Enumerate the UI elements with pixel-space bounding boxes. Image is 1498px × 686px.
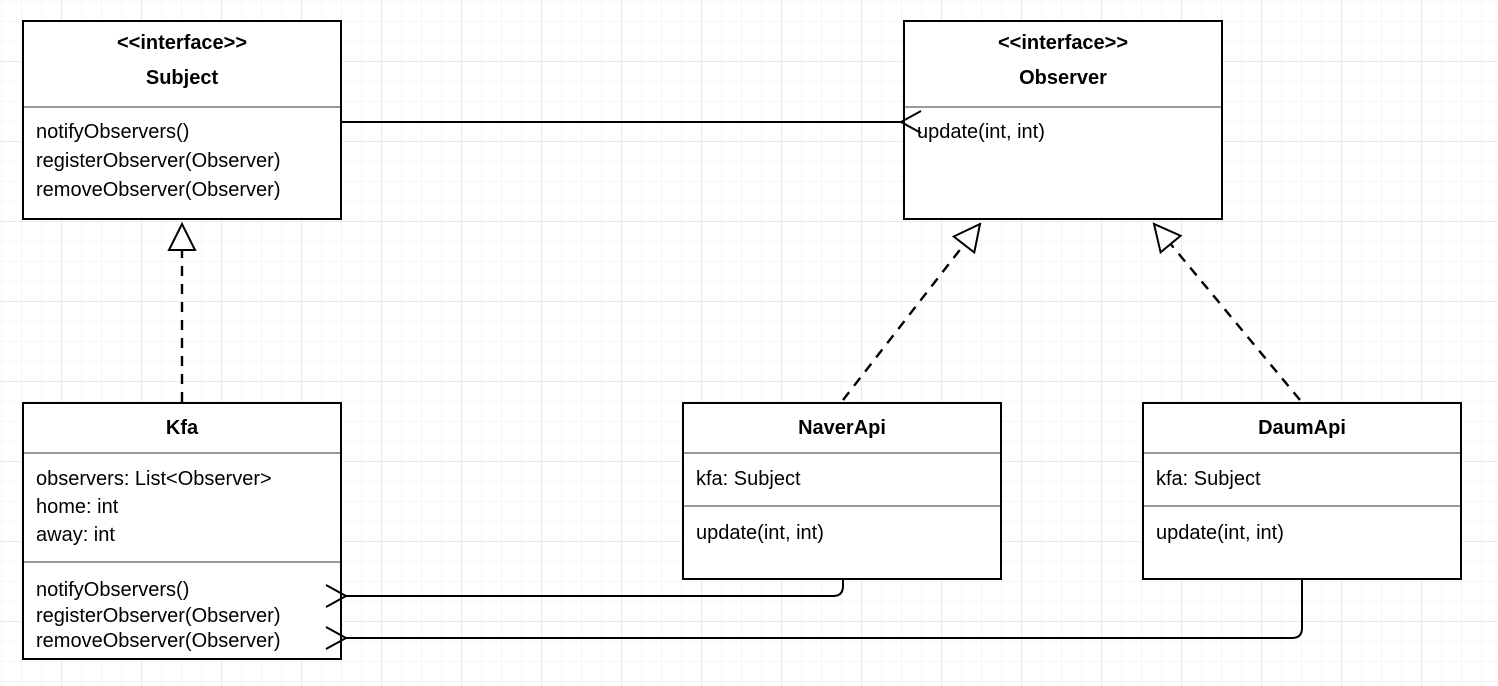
attributes-compartment: observers: List<Observer> home: int away… <box>24 454 340 561</box>
attribute-item: kfa: Subject <box>1156 468 1261 490</box>
method-item: update(int, int) <box>917 121 1045 143</box>
attribute-item: kfa: Subject <box>696 468 801 490</box>
method-item: notifyObservers() <box>36 579 190 601</box>
stereotype-label: <<interface>> <box>997 32 1129 54</box>
edge-naverapi-to-kfa-association[interactable] <box>325 580 844 608</box>
class-name: Subject <box>145 67 219 89</box>
compartment-divider <box>24 106 340 108</box>
method-item: update(int, int) <box>696 522 824 544</box>
compartment-divider <box>684 452 1000 454</box>
methods-compartment: update(int, int) <box>1144 507 1460 547</box>
method-item: registerObserver(Observer) <box>36 604 281 627</box>
method-item: notifyObservers() <box>36 121 190 143</box>
stereotype-label: <<interface>> <box>116 32 248 54</box>
compartment-divider <box>24 561 340 563</box>
method-item: registerObserver(Observer) <box>36 150 281 172</box>
compartment-divider <box>684 505 1000 507</box>
attribute-item: home: int <box>36 496 119 518</box>
methods-compartment: notifyObservers() registerObserver(Obser… <box>24 108 340 205</box>
attributes-compartment: kfa: Subject <box>1144 454 1460 505</box>
edge-naverapi-to-observer-realization[interactable] <box>842 224 980 401</box>
methods-compartment: update(int, int) <box>684 507 1000 547</box>
compartment-divider <box>24 452 340 454</box>
compartment-divider <box>1144 452 1460 454</box>
edge-daumapi-to-observer-realization[interactable] <box>1154 224 1301 401</box>
class-header: DaumApi <box>1144 404 1460 452</box>
attributes-compartment: kfa: Subject <box>684 454 1000 505</box>
attribute-item: observers: List<Observer> <box>36 468 272 490</box>
method-item: update(int, int) <box>1156 522 1284 544</box>
class-box-daumapi[interactable]: DaumApi kfa: Subject update(int, int) <box>1142 402 1462 580</box>
methods-compartment: update(int, int) <box>905 108 1221 147</box>
attribute-item: away: int <box>36 524 115 546</box>
class-box-observer[interactable]: <<interface>> Observer update(int, int) <box>903 20 1223 220</box>
class-name: Kfa <box>165 417 199 439</box>
class-name: Observer <box>1019 67 1107 89</box>
class-header: NaverApi <box>684 404 1000 452</box>
class-name: NaverApi <box>798 417 886 439</box>
class-box-kfa[interactable]: Kfa observers: List<Observer> home: int … <box>22 402 342 660</box>
class-box-subject[interactable]: <<interface>> Subject notifyObservers() … <box>22 20 342 220</box>
class-name: DaumApi <box>1258 417 1346 439</box>
class-box-naverapi[interactable]: NaverApi kfa: Subject update(int, int) <box>682 402 1002 580</box>
methods-compartment: notifyObservers() registerObserver(Obser… <box>24 563 340 655</box>
class-header: <<interface>> Observer <box>905 22 1221 106</box>
compartment-divider <box>905 106 1221 108</box>
method-item: removeObserver(Observer) <box>36 179 281 201</box>
class-header: Kfa <box>24 404 340 452</box>
compartment-divider <box>1144 505 1460 507</box>
edge-daumapi-to-kfa-association[interactable] <box>325 580 1303 650</box>
class-header: <<interface>> Subject <box>24 22 340 106</box>
method-item: removeObserver(Observer) <box>36 630 281 652</box>
